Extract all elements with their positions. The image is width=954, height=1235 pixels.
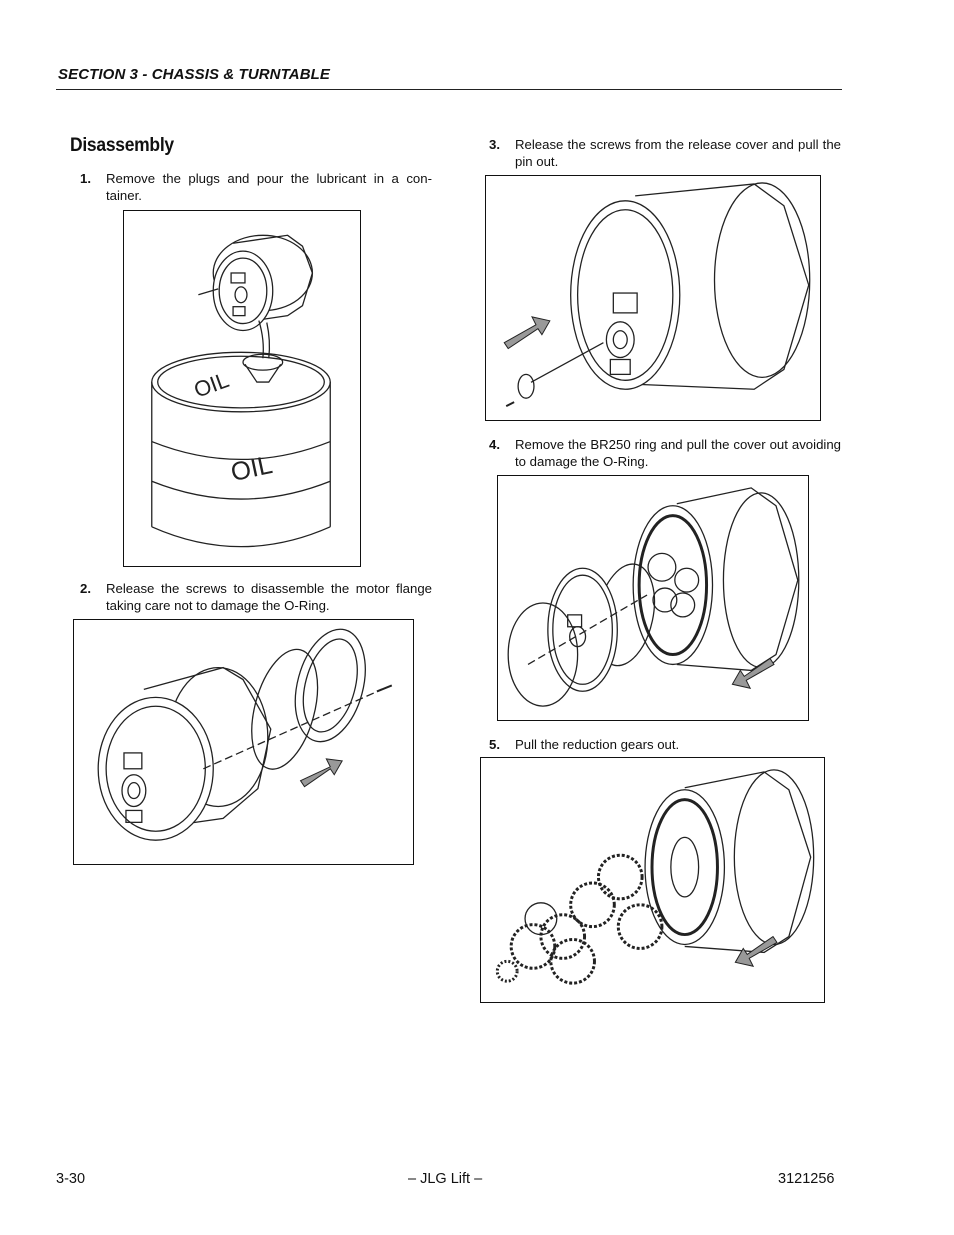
step-5: 5. Pull the reduction gears out. [489,736,841,753]
step-number: 3. [489,137,500,152]
footer-publisher: – JLG Lift – [408,1171,483,1187]
section-header: SECTION 3 - CHASSIS & TURNTABLE [58,66,331,83]
step-3: 3. Release the screws from the release c… [489,136,841,170]
figure-drain-oil: OIL OIL [123,210,361,567]
drum-top-label: OIL [191,367,233,403]
step-number: 5. [489,737,500,752]
step-text: Remove the BR250 ring and pull the cover… [515,437,841,469]
remove-cover-illustration [507,487,800,707]
motor-flange-illustration [97,628,393,841]
oil-drum-illustration: OIL OIL [151,234,331,548]
release-cover-illustration [503,182,811,408]
drum-side-label: OIL [229,451,275,487]
step-text: Release the screws to disassemble the mo… [106,581,432,613]
step-number: 1. [80,171,91,186]
step-text: Pull the reduction gears out. [515,737,680,752]
step-1: 1. Remove the plugs and pour the lubrica… [80,170,432,204]
page-number: 3-30 [56,1171,86,1187]
step-number: 2. [80,581,91,596]
document-number: 3121256 [778,1171,835,1187]
figure-reduction-gears [480,757,825,1003]
step-number: 4. [489,437,500,452]
header-rule [56,89,842,90]
figure-remove-cover [497,475,809,721]
step-2: 2. Release the screws to disassemble the… [80,580,432,614]
step-4: 4. Remove the BR250 ring and pull the co… [489,436,841,470]
figure-motor-flange [73,619,414,865]
reduction-gears-illustration [495,769,815,985]
step-text: Remove the plugs and pour the lubricant … [106,171,432,203]
step-text: Release the screws from the release cove… [515,137,841,169]
section-title: Disassembly [70,135,174,156]
figure-release-cover [485,175,821,421]
